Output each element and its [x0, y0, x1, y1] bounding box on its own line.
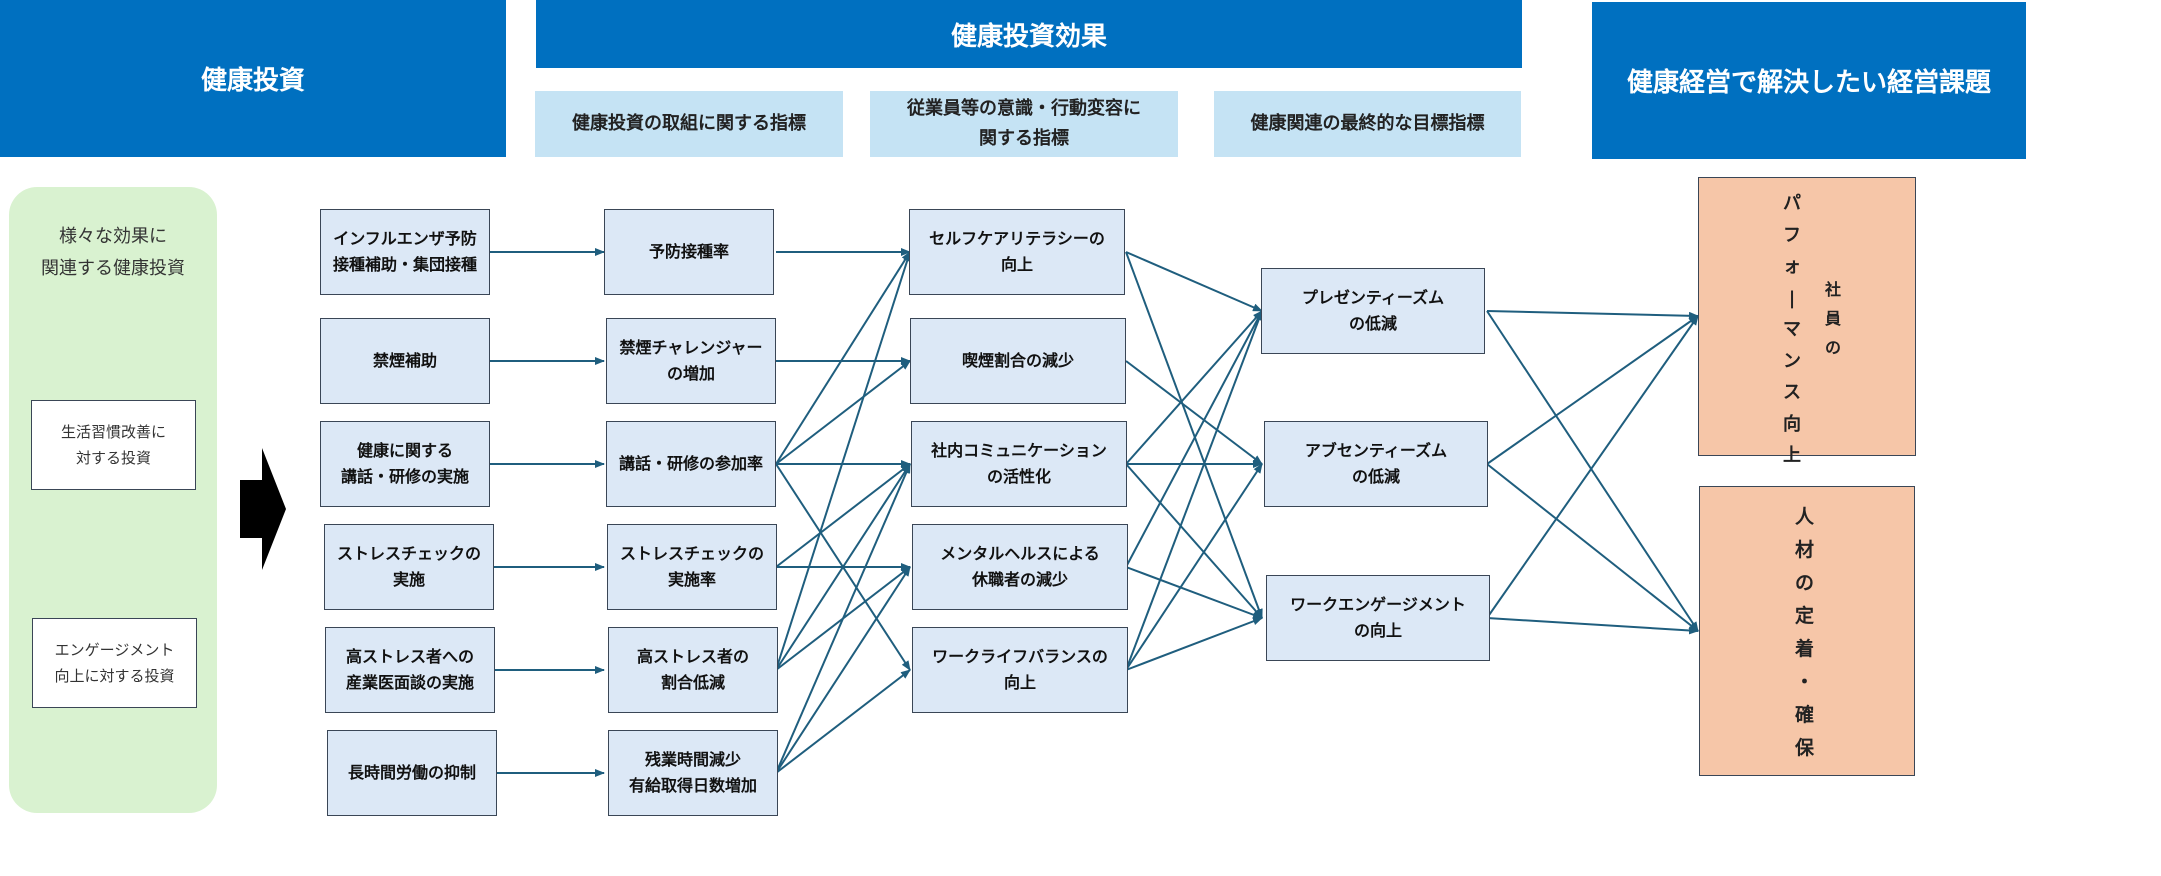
issue-box-performance: パフォ | マンス向上 社員の [1698, 177, 1916, 466]
investment-box: 健康に関する 講話・研修の実施 [320, 421, 490, 507]
connector-arrow [775, 463, 911, 671]
left-panel: 様々な効果に 関連する健康投資 [9, 187, 217, 813]
connector-arrow [775, 463, 911, 774]
vertical-char: 向 [1783, 413, 1801, 435]
subheader-final-indicators: 健康関連の最終的な目標指標 [1214, 91, 1521, 157]
header-management-issues: 健康経営で解決したい経営課題 [1592, 2, 2026, 159]
issue-box-talent: 人材の定着・確保 [1699, 486, 1915, 776]
vertical-char: 上 [1783, 445, 1801, 466]
final-indicator-box: アブセンティーズム の低減 [1264, 421, 1488, 507]
final-indicator-box: プレゼンティーズム の低減 [1261, 268, 1485, 354]
connector-arrow [1125, 251, 1263, 619]
vertical-char: 社 [1825, 280, 1842, 299]
connector-arrow [1125, 566, 1263, 619]
effort-indicator-box: 高ストレス者の 割合低減 [608, 627, 778, 713]
connector-arrow [1125, 463, 1263, 619]
connector-arrow [775, 566, 911, 774]
connector-arrow [1125, 463, 1263, 671]
effort-indicator-box: 講話・研修の参加率 [606, 421, 776, 507]
investment-box: インフルエンザ予防 接種補助・集団接種 [320, 209, 490, 295]
connector-arrow [1486, 315, 1699, 465]
vertical-char: パ [1783, 193, 1801, 214]
vertical-char: 確 [1795, 704, 1815, 726]
connector-arrow [775, 251, 911, 465]
investment-box: 長時間労働の抑制 [327, 730, 497, 816]
vertical-char: マ [1783, 319, 1801, 340]
investment-box: 高ストレス者への 産業医面談の実施 [325, 627, 495, 713]
flow-arrow [240, 448, 286, 570]
vertical-char: の [1825, 338, 1842, 357]
vertical-char: 保 [1795, 737, 1815, 759]
vertical-char: ン [1783, 350, 1801, 372]
connector-arrow [1125, 617, 1263, 671]
connector-arrow [1486, 310, 1699, 320]
vertical-char: | [1788, 287, 1796, 309]
vertical-char: ス [1783, 382, 1801, 403]
vertical-char: 人 [1795, 506, 1815, 528]
connector-arrow [1125, 251, 1263, 312]
investment-box: 禁煙補助 [320, 318, 490, 404]
behavior-indicator-box: ワークライフバランスの 向上 [912, 627, 1128, 713]
vertical-char: ・ [1795, 671, 1815, 693]
connector-arrow [1486, 463, 1699, 632]
subheader-behavior-indicators: 従業員等の意識・行動変容に 関する指標 [870, 91, 1178, 157]
vertical-char: ォ [1783, 256, 1801, 277]
header-health-investment-effect: 健康投資効果 [536, 0, 1522, 68]
vertical-char: の [1795, 572, 1815, 594]
effort-indicator-box: ストレスチェックの 実施率 [607, 524, 777, 610]
lifestyle-investment-box: 生活習慣改善に 対する投資 [31, 400, 196, 490]
investment-box: ストレスチェックの 実施 [324, 524, 494, 610]
connector-arrow [1486, 617, 1699, 635]
issue-performance-main: パフォ | マンス向上 [1783, 188, 1801, 472]
issue-performance-side: 社員の [1825, 275, 1841, 362]
connector-arrow [775, 669, 911, 774]
vertical-char: 定 [1795, 605, 1815, 627]
header-health-investment: 健康投資 [0, 0, 506, 157]
effort-indicator-box: 予防接種率 [604, 209, 774, 295]
final-indicator-box: ワークエンゲージメント の向上 [1266, 575, 1490, 661]
engagement-investment-box: エンゲージメント 向上に対する投資 [32, 618, 197, 708]
behavior-indicator-box: セルフケアリテラシーの 向上 [909, 209, 1125, 295]
vertical-char: 員 [1825, 309, 1842, 328]
connector-arrow [1125, 310, 1263, 671]
connector-arrow [775, 251, 912, 671]
connector-arrow [1125, 310, 1263, 568]
effort-indicator-box: 残業時間減少 有給取得日数増加 [608, 730, 778, 816]
connector-arrow [1125, 360, 1263, 465]
connector-arrow [1125, 310, 1263, 465]
vertical-char: 材 [1795, 539, 1815, 561]
vertical-char: フ [1783, 224, 1801, 246]
left-panel-title: 様々な効果に 関連する健康投資 [41, 226, 185, 280]
behavior-indicator-box: 喫煙割合の減少 [910, 318, 1126, 404]
connector-arrow [775, 360, 911, 465]
issue-talent-text: 人材の定着・確保 [1795, 501, 1814, 765]
vertical-char: 着 [1795, 638, 1815, 660]
connector-arrow [1486, 310, 1699, 632]
connector-arrow [1486, 315, 1699, 619]
subheader-effort-indicators: 健康投資の取組に関する指標 [535, 91, 843, 157]
effort-indicator-box: 禁煙チャレンジャー の増加 [606, 318, 776, 404]
behavior-indicator-box: 社内コミュニケーション の活性化 [911, 421, 1127, 507]
behavior-indicator-box: メンタルヘルスによる 休職者の減少 [912, 524, 1128, 610]
connector-arrow [775, 463, 911, 568]
